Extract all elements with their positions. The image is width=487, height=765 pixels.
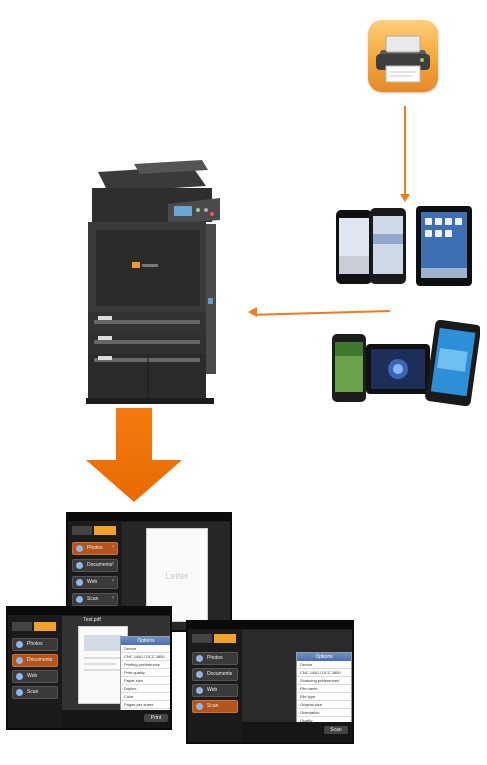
photos-icon <box>196 655 203 662</box>
arrow-left-line <box>256 310 391 316</box>
web-icon <box>16 673 23 680</box>
ios-devices <box>334 204 476 288</box>
menu-item-web[interactable]: Web › <box>72 576 118 589</box>
menu-item-scan[interactable]: Scan <box>192 700 238 713</box>
web-icon <box>196 687 203 694</box>
menu-item-photos[interactable]: Photos › <box>72 542 118 555</box>
multifunction-printer <box>84 158 224 404</box>
file-title: Test.pdf <box>83 617 101 623</box>
scan-icon <box>196 703 203 710</box>
menu-item-scan[interactable]: Scan <box>12 686 58 699</box>
menu-item-documents[interactable]: Documents <box>192 668 238 681</box>
print-screen: Photos Documents Web Scan Test.pdf Optio… <box>6 606 172 730</box>
print-button[interactable]: Print <box>144 714 168 722</box>
scan-screen: Photos Documents Web Scan Options Device… <box>186 620 354 744</box>
arrow-down-line <box>404 106 406 196</box>
scan-icon <box>76 596 83 603</box>
documents-icon <box>16 657 23 664</box>
document-preview <box>78 626 128 704</box>
web-icon <box>76 579 83 586</box>
scan-icon <box>16 689 23 696</box>
photos-icon <box>76 545 83 552</box>
menu-item-web[interactable]: Web <box>192 684 238 697</box>
menu-item-web[interactable]: Web <box>12 670 58 683</box>
menu-item-documents[interactable]: Documents › <box>72 559 118 572</box>
chevron-right-icon: › <box>112 578 114 584</box>
chevron-right-icon: › <box>112 544 114 550</box>
menu-item-photos[interactable]: Photos <box>192 652 238 665</box>
print-app-icon <box>368 20 438 92</box>
documents-icon <box>196 671 203 678</box>
menu-item-documents[interactable]: Documents <box>12 654 58 667</box>
chevron-right-icon: › <box>112 595 114 601</box>
menu-item-scan[interactable]: Scan › <box>72 593 118 606</box>
menu-item-photos[interactable]: Photos <box>12 638 58 651</box>
arrow-down-head <box>400 194 410 202</box>
scan-options-panel: Options Device CNC 1450 / DCC 3850 Scann… <box>296 652 352 726</box>
scan-button[interactable]: Scan <box>324 726 348 734</box>
print-options-panel: Options Device CNC 1450 / DCC 3850 Print… <box>120 636 170 717</box>
documents-icon <box>76 562 83 569</box>
big-down-arrow <box>86 408 182 502</box>
chevron-right-icon: › <box>112 561 114 567</box>
android-devices <box>330 319 481 407</box>
arrow-left-head <box>248 307 257 317</box>
photos-icon <box>16 641 23 648</box>
paper-size-label: Letter <box>165 571 189 581</box>
